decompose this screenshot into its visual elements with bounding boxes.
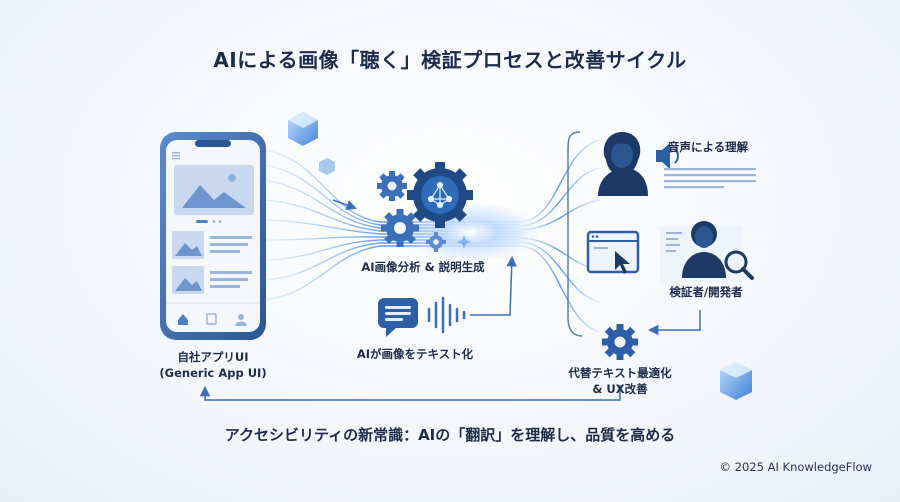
gear-network-icon	[377, 162, 473, 252]
arrow-into-analysis	[332, 199, 357, 211]
label-voice: 音声による理解	[668, 140, 749, 154]
arrow-feedback-loop	[199, 385, 621, 401]
label-tester: 検証者/開発者	[669, 285, 743, 299]
label-app: 自社アプリUI (Generic App UI)	[140, 349, 286, 381]
text-lines-icon	[664, 168, 756, 189]
phone-mockup-icon	[160, 132, 266, 340]
chat-bubble-icon	[378, 298, 418, 337]
arrow-tester-to-optimize	[647, 310, 701, 336]
label-optimize: 代替テキスト最適化 & UX改善	[560, 365, 680, 397]
copyright: © 2025 AI KnowledgeFlow	[719, 460, 872, 474]
crystal-icon	[288, 112, 318, 146]
browser-cursor-icon	[586, 230, 640, 274]
label-to-text: AIが画像をテキスト化	[356, 347, 474, 361]
label-optimize-sub: & UX改善	[592, 382, 648, 396]
label-app-title: 自社アプリUI	[177, 350, 249, 364]
label-app-sub: (Generic App UI)	[159, 366, 267, 380]
page-title: AIによる画像「聴く」検証プロセスと改善サイクル	[213, 48, 687, 72]
speaker-person-icon	[598, 132, 679, 196]
label-optimize-title: 代替テキスト最適化	[568, 366, 672, 380]
arrow-text-to-flow	[470, 255, 517, 316]
gear-icon	[602, 324, 638, 360]
bracket	[567, 131, 583, 337]
data-flow-lines	[264, 139, 601, 333]
small-cube-icon	[319, 158, 335, 175]
crystal-icon-right	[720, 362, 752, 400]
soundwave-icon	[427, 296, 466, 334]
label-analysis: AI画像分析 & 説明生成	[361, 260, 485, 274]
footer-tagline: アクセシビリティの新常識：AIの「翻訳」を理解し、品質を高める	[224, 426, 676, 444]
tester-magnifier-icon	[660, 221, 754, 282]
